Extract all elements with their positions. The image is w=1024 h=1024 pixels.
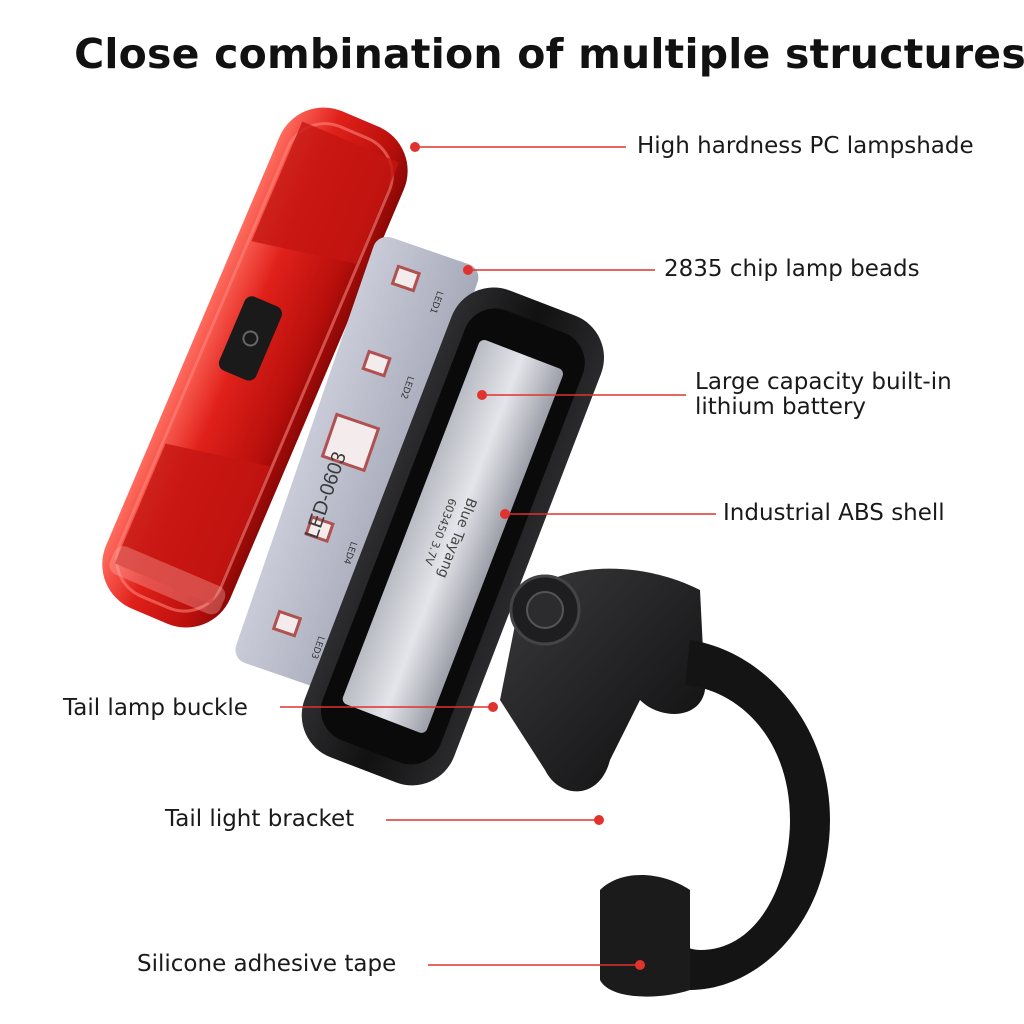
tail-light-bracket [500, 568, 705, 792]
callout-tail-light-bracket: Tail light bracket [165, 806, 355, 832]
lithium-battery: Blue Tayang 603450 3.7V [342, 340, 564, 733]
callout-pc-lampshade: High hardness PC lampshade [637, 133, 974, 159]
led-pcb-board: LED-0603 LED1 LED2 LED4 LED3 [235, 236, 479, 691]
callout-tail-lamp-buckle: Tail lamp buckle [63, 695, 248, 721]
silicone-strap [600, 640, 830, 997]
power-switch-icon [218, 296, 283, 381]
callout-silicone-tape: Silicone adhesive tape [137, 951, 397, 977]
abs-shell: Blue Tayang 603450 3.7V [301, 287, 605, 786]
pc-lampshade [102, 107, 408, 628]
callout-lines [280, 142, 716, 970]
page-title: Close combination of multiple structures [74, 30, 1024, 78]
callout-abs-shell: Industrial ABS shell [723, 500, 945, 526]
callout-chip-lamp-beads: 2835 chip lamp beads [664, 256, 920, 282]
callout-lithium-battery: Large capacity built-in lithium battery [695, 369, 952, 420]
